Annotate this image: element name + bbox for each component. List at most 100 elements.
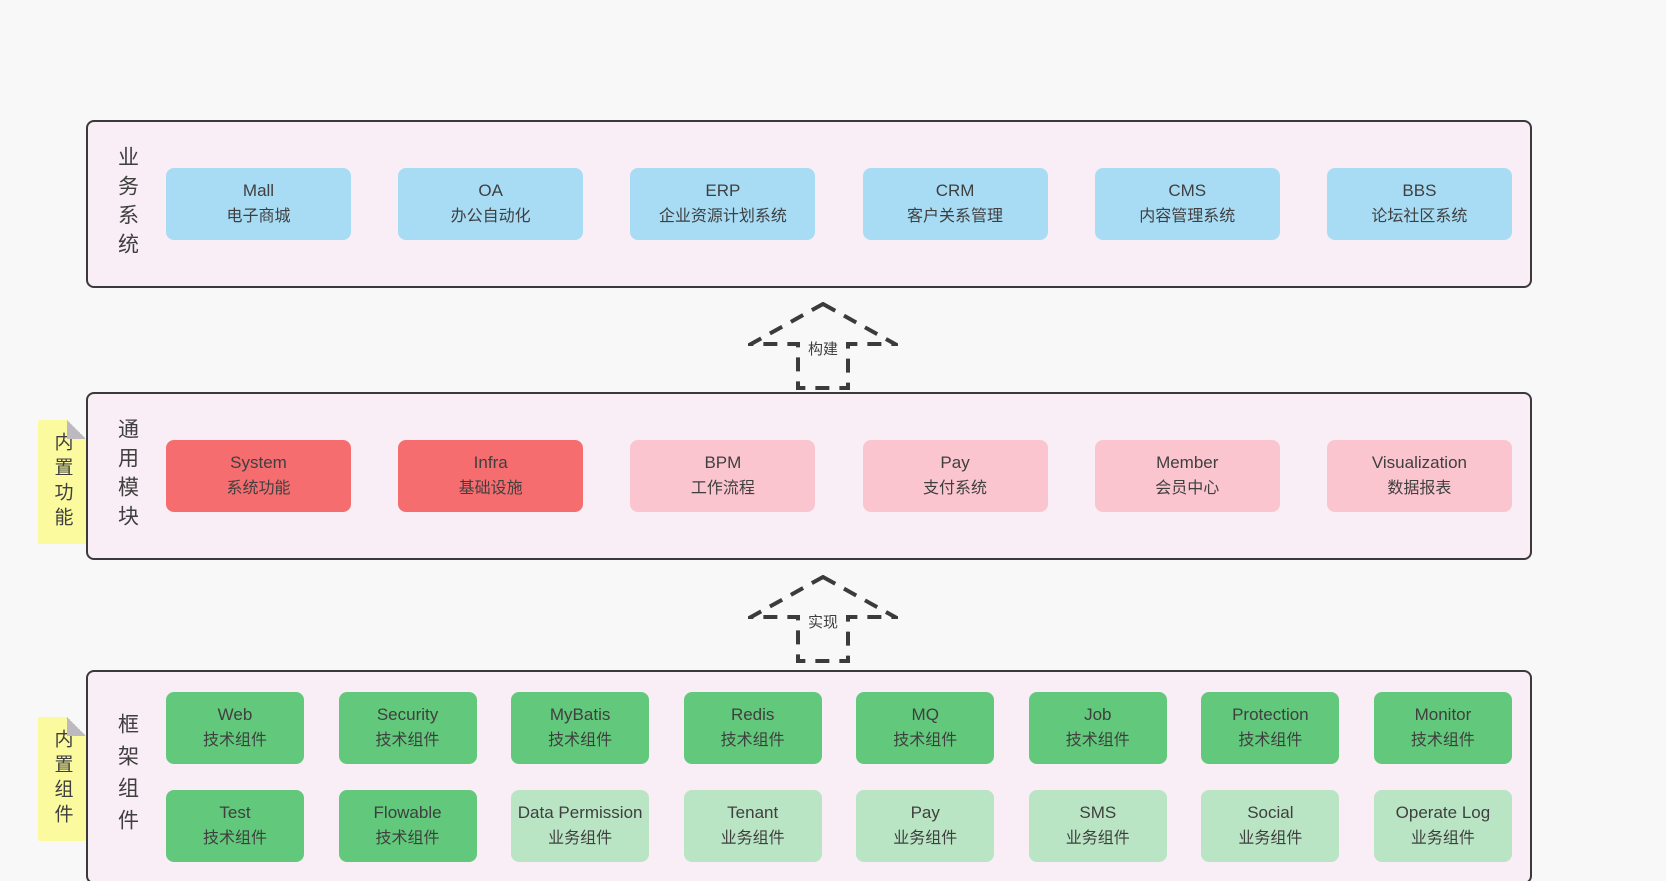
band-framework-components: 内置组件 框架组件 Web 技术组件 Security 技术组件 MyBatis… — [38, 670, 1532, 881]
dashed-up-arrow-icon — [748, 575, 898, 663]
component-subtitle: 技术组件 — [720, 732, 785, 749]
component-title: Member — [1156, 453, 1219, 472]
sticky-tab-label: 内置功能 — [51, 432, 73, 532]
component-title: Pay — [910, 803, 940, 822]
component-title: Mall — [242, 181, 275, 200]
component-subtitle: 业务组件 — [720, 830, 785, 847]
box-mq: MQ 技术组件 — [856, 692, 995, 764]
box-redis: Redis 技术组件 — [683, 692, 822, 764]
box-oa: OA 办公自动化 — [398, 168, 584, 240]
business-systems-container: 业务系统 Mall 电子商城 OA 办公自动化 ERP 企业资源计划系统 CRM… — [86, 120, 1532, 288]
component-subtitle: 技术组件 — [375, 830, 440, 847]
component-subtitle: 论坛社区系统 — [1371, 208, 1468, 225]
component-subtitle: 技术组件 — [548, 732, 613, 749]
component-subtitle: 客户关系管理 — [907, 208, 1004, 225]
dashed-up-arrow-icon — [748, 302, 898, 390]
sticky-tab-built-in-components: 内置组件 — [38, 717, 86, 841]
box-web: Web 技术组件 — [166, 692, 304, 764]
framework-components-container: 框架组件 Web 技术组件 Security 技术组件 MyBatis 技术组件… — [86, 670, 1532, 881]
component-title: Operate Log — [1395, 803, 1491, 822]
component-title: MQ — [911, 705, 939, 724]
component-subtitle: 业务组件 — [893, 830, 958, 847]
component-subtitle: 企业资源计划系统 — [658, 208, 787, 225]
arrow-build-label: 构建 — [804, 338, 842, 359]
box-pay: Pay 业务组件 — [856, 790, 995, 862]
component-subtitle: 技术组件 — [1065, 732, 1130, 749]
framework-components-rows: Web 技术组件 Security 技术组件 MyBatis 技术组件 Redi… — [166, 692, 1512, 862]
box-flowable: Flowable 技术组件 — [338, 790, 477, 862]
box-bpm: BPM 工作流程 — [630, 440, 816, 512]
component-title: BPM — [704, 453, 742, 472]
box-pay: Pay 支付系统 — [862, 440, 1048, 512]
box-erp: ERP 企业资源计划系统 — [630, 168, 816, 240]
box-mall: Mall 电子商城 — [166, 168, 351, 240]
sticky-tab-built-in-features: 内置功能 — [38, 420, 86, 544]
framework-row-1: Web 技术组件 Security 技术组件 MyBatis 技术组件 Redi… — [166, 692, 1512, 764]
arrow-implement: 实现 — [748, 575, 898, 663]
framework-row-2: Test 技术组件 Flowable 技术组件 Data Permission … — [166, 790, 1512, 862]
component-title: System — [230, 453, 287, 472]
component-subtitle: 技术组件 — [1410, 732, 1475, 749]
band-label-business-systems: 业务系统 — [115, 146, 139, 262]
sticky-tab-label: 内置组件 — [51, 729, 73, 829]
business-systems-boxes: Mall 电子商城 OA 办公自动化 ERP 企业资源计划系统 CRM 客户关系… — [166, 168, 1512, 240]
box-bbs: BBS 论坛社区系统 — [1326, 168, 1512, 240]
arrow-implement-label: 实现 — [804, 611, 842, 632]
box-social: Social 业务组件 — [1201, 790, 1340, 862]
component-title: Protection — [1232, 705, 1309, 724]
component-title: Monitor — [1414, 705, 1472, 724]
box-monitor: Monitor 技术组件 — [1373, 692, 1512, 764]
box-operate-log: Operate Log 业务组件 — [1373, 790, 1512, 862]
component-title: Data Permission — [517, 803, 643, 822]
component-subtitle: 内容管理系统 — [1139, 208, 1236, 225]
component-title: CMS — [1168, 181, 1207, 200]
box-sms: SMS 业务组件 — [1028, 790, 1167, 862]
component-title: Job — [1084, 705, 1112, 724]
component-title: Security — [376, 705, 439, 724]
component-title: BBS — [1402, 181, 1437, 200]
component-title: Visualization — [1371, 453, 1467, 472]
component-subtitle: 电子商城 — [226, 208, 291, 225]
component-subtitle: 数据报表 — [1387, 480, 1452, 497]
box-infra: Infra 基础设施 — [398, 440, 584, 512]
component-subtitle: 办公自动化 — [450, 208, 531, 225]
common-modules-boxes: System 系统功能 Infra 基础设施 BPM 工作流程 Pay 支付系统… — [166, 440, 1512, 512]
band-common-modules: 内置功能 通用模块 System 系统功能 Infra 基础设施 BPM 工作流… — [38, 392, 1532, 560]
component-title: Social — [1247, 803, 1294, 822]
folded-corner-icon — [67, 420, 86, 439]
box-crm: CRM 客户关系管理 — [862, 168, 1048, 240]
box-system: System 系统功能 — [166, 440, 351, 512]
box-tenant: Tenant 业务组件 — [683, 790, 822, 862]
box-test: Test 技术组件 — [166, 790, 304, 862]
component-title: ERP — [705, 181, 741, 200]
component-subtitle: 业务组件 — [548, 830, 613, 847]
arrow-build: 构建 — [748, 302, 898, 390]
box-mybatis: MyBatis 技术组件 — [511, 692, 650, 764]
component-subtitle: 业务组件 — [1238, 830, 1303, 847]
box-member: Member 会员中心 — [1094, 440, 1280, 512]
component-subtitle: 业务组件 — [1410, 830, 1475, 847]
component-subtitle: 技术组件 — [202, 830, 267, 847]
component-subtitle: 基础设施 — [458, 480, 523, 497]
box-job: Job 技术组件 — [1028, 692, 1167, 764]
component-subtitle: 支付系统 — [923, 480, 988, 497]
component-title: Test — [219, 803, 251, 822]
component-subtitle: 业务组件 — [1065, 830, 1130, 847]
component-title: SMS — [1079, 803, 1117, 822]
box-data-permission: Data Permission 业务组件 — [511, 790, 650, 862]
component-title: MyBatis — [549, 705, 611, 724]
component-title: CRM — [935, 181, 975, 200]
component-title: Infra — [473, 453, 508, 472]
box-security: Security 技术组件 — [338, 692, 477, 764]
component-subtitle: 工作流程 — [690, 480, 755, 497]
component-title: Tenant — [727, 803, 779, 822]
box-cms: CMS 内容管理系统 — [1094, 168, 1280, 240]
band-business-systems: 业务系统 Mall 电子商城 OA 办公自动化 ERP 企业资源计划系统 CRM… — [86, 120, 1532, 288]
component-subtitle: 技术组件 — [1238, 732, 1303, 749]
component-title: Redis — [730, 705, 775, 724]
component-subtitle: 系统功能 — [226, 480, 291, 497]
component-title: Flowable — [373, 803, 442, 822]
band-label-framework-components: 框架组件 — [115, 713, 139, 841]
component-subtitle: 技术组件 — [893, 732, 958, 749]
